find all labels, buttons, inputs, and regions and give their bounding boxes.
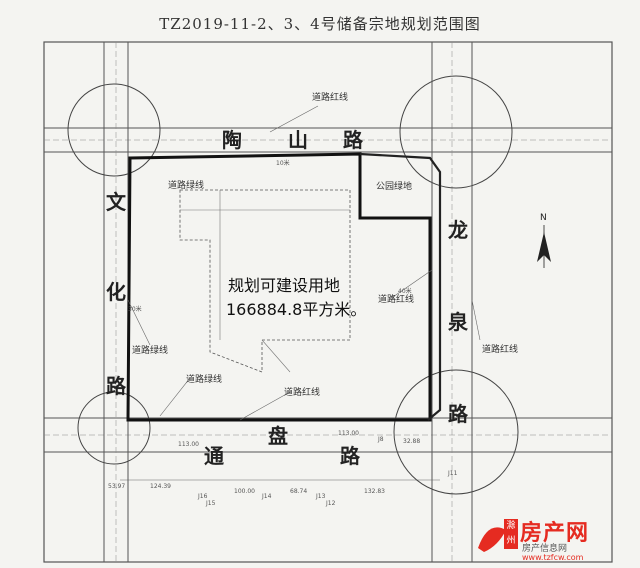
leader-greenline-bottom	[159, 377, 191, 417]
site-watermark-logo: 滁州 房产网 房产信息网 www.tzfcw.com	[478, 515, 638, 567]
point-label-j11: J11	[448, 470, 458, 477]
point-label-j14: J14	[262, 493, 272, 500]
map-frame	[43, 41, 613, 563]
road-taoshan-char-1: 陶	[222, 128, 242, 152]
dim-label-1: 113.00	[178, 441, 199, 448]
annotation-width-40m: 40米	[398, 288, 412, 295]
leader-redline-right	[389, 269, 433, 300]
leader-redline-bottom	[239, 391, 291, 421]
annotation-width-10m: 10米	[276, 160, 290, 167]
intersection-circle-se	[393, 369, 519, 495]
compass-north-label: N	[540, 213, 547, 223]
annotation-greenline-left: 道路绿线	[132, 346, 169, 356]
intersection-circle-nw	[67, 83, 161, 177]
intersection-circle-ne	[399, 75, 513, 189]
dim-label-5: 100.00	[234, 488, 255, 495]
annotation-park-green: 公园绿地	[376, 182, 413, 192]
inner-setback-line	[179, 189, 351, 373]
intersection-circle-sw	[77, 391, 151, 465]
road-tongpan-char-3: 路	[340, 444, 360, 468]
site-area-label: 规划可建设用地	[228, 276, 341, 295]
watermark-swoosh	[478, 527, 506, 552]
site-boundary-ne-corner	[359, 152, 442, 421]
road-wenhua-char-3: 路	[106, 374, 126, 398]
road-longquan-char-1: 龙	[448, 218, 468, 242]
leader-redline-right-2	[471, 299, 481, 341]
map-title: TZ2019-11-2、3、4号储备宗地规划范围图	[159, 15, 481, 33]
road-tongpan-char-2: 盘	[268, 424, 288, 448]
inner-line-c	[261, 339, 291, 373]
road-taoshan-char-3: 路	[343, 128, 363, 152]
point-label-j12: J12	[326, 500, 336, 507]
watermark-brand: 房产网	[520, 521, 590, 546]
annotation-greenline-top: 道路绿线	[168, 181, 205, 191]
road-longquan-char-2: 泉	[448, 310, 468, 334]
point-label-j8: J8	[378, 436, 384, 443]
dim-label-8: 53.97	[108, 483, 126, 490]
point-label-j16: J16	[198, 493, 208, 500]
watermark-subtitle: 房产信息网	[522, 544, 568, 554]
road-longquan-char-3: 路	[448, 402, 468, 426]
point-label-j13: J13	[316, 493, 326, 500]
dim-label-3: 32.88	[403, 438, 421, 445]
road-wenhua-char-1: 文	[106, 190, 126, 214]
site-area-value: 166884.8平方米。	[226, 300, 367, 319]
dim-label-6: 68.74	[290, 488, 308, 495]
watermark-badge: 滁州	[504, 519, 518, 549]
watermark-url: www.tzfcw.com	[522, 553, 584, 562]
annotation-redline-top: 道路红线	[312, 93, 349, 103]
annotation-greenline-bottom: 道路绿线	[186, 375, 223, 385]
leader-redline-top	[269, 105, 319, 133]
dim-label-7: 132.83	[364, 488, 385, 495]
dim-label-2: 113.00	[338, 430, 359, 437]
road-tongpan-char-1: 通	[204, 444, 224, 468]
leader-greenline-left	[127, 299, 151, 346]
annotation-redline-right: 道路红线	[378, 295, 415, 305]
annotation-redline-bottom: 道路红线	[284, 388, 321, 398]
annotation-width-30m: 30米	[128, 306, 142, 313]
road-taoshan-char-2: 山	[288, 128, 308, 152]
dim-label-4: 124.39	[150, 483, 171, 490]
road-wenhua-char-2: 化	[106, 280, 126, 304]
point-label-j15: J15	[206, 500, 216, 507]
annotation-redline-right-2: 道路红线	[482, 345, 519, 355]
